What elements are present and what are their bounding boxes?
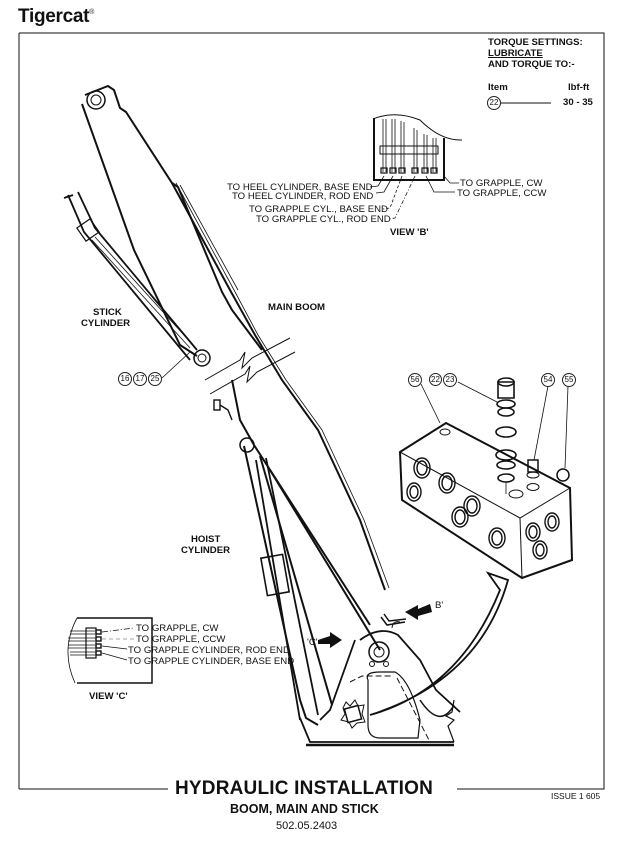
main-boom-label: MAIN BOOM bbox=[268, 302, 326, 313]
drawing-subtitle: BOOM, MAIN AND STICK bbox=[230, 802, 379, 816]
torque-heading: TORQUE SETTINGS: bbox=[488, 37, 583, 48]
arrow-c-icon bbox=[318, 632, 342, 648]
torque-instruction-torque: AND TORQUE TO:- bbox=[488, 59, 575, 70]
view-arrows bbox=[318, 604, 432, 648]
arrow-b-icon bbox=[405, 604, 432, 620]
stick-arm bbox=[81, 84, 263, 357]
torque-row-value: 30 - 35 bbox=[563, 97, 593, 108]
valve-block bbox=[398, 377, 574, 580]
torque-col-item: Item bbox=[488, 82, 508, 93]
callout-22: 22 bbox=[429, 373, 442, 386]
view-b-title: VIEW 'B' bbox=[390, 227, 429, 238]
hoist-cylinder-label-2: CYLINDER bbox=[181, 545, 231, 556]
view-b-detail bbox=[369, 114, 462, 220]
stick-cylinder-label-2: CYLINDER bbox=[81, 318, 131, 329]
view-b-label-heel-rod: TO HEEL CYLINDER, ROD END bbox=[232, 191, 374, 202]
main-boom bbox=[171, 182, 390, 591]
view-b-label-ccw: TO GRAPPLE, CCW bbox=[457, 188, 547, 199]
callout-55: 55 bbox=[562, 373, 576, 387]
torque-instruction-lubricate: LUBRICATE bbox=[488, 48, 543, 59]
stick-cylinder-label-1: STICK bbox=[93, 307, 122, 318]
callout-54: 54 bbox=[541, 373, 555, 387]
view-b-label-heel-base: TO HEEL CYLINDER, BASE END bbox=[227, 182, 373, 193]
view-b-label-grapple-base: TO GRAPPLE CYL., BASE END bbox=[249, 204, 388, 215]
view-b-label-cw: TO GRAPPLE, CW bbox=[460, 178, 543, 189]
view-c-label-grapple-base: TO GRAPPLE CYLINDER, BASE END bbox=[128, 656, 295, 667]
hoist-cylinder bbox=[255, 457, 319, 721]
brand-name: Tigercat bbox=[18, 6, 90, 27]
hose-fitting bbox=[213, 399, 233, 421]
brand-logo: Tigercat® bbox=[18, 6, 94, 28]
hoist-cylinder-label-1: HOIST bbox=[191, 534, 221, 545]
view-c-arrow-label: 'C' bbox=[307, 637, 318, 648]
view-c-label-cw: TO GRAPPLE, CW bbox=[136, 623, 219, 634]
view-c-detail bbox=[67, 617, 153, 684]
drawing-title: HYDRAULIC INSTALLATION bbox=[175, 778, 434, 799]
callout-25: 25 bbox=[148, 372, 162, 386]
view-c-label-grapple-rod: TO GRAPPLE CYLINDER, ROD END bbox=[128, 645, 290, 656]
registered-mark: ® bbox=[89, 9, 95, 16]
torque-col-unit: lbf-ft bbox=[568, 82, 590, 93]
view-c-label-ccw: TO GRAPPLE, CCW bbox=[136, 634, 226, 645]
break-symbol bbox=[204, 337, 296, 395]
callout-56: 56 bbox=[408, 373, 422, 387]
callout-23: 23 bbox=[443, 373, 457, 387]
stick-cylinder bbox=[63, 191, 211, 367]
callout-16: 16 bbox=[118, 372, 132, 386]
view-b-arrow-label: B' bbox=[435, 600, 444, 611]
view-c-title: VIEW 'C' bbox=[89, 691, 128, 702]
issue-number: ISSUE 1 605 bbox=[551, 791, 601, 801]
callout-17: 17 bbox=[133, 372, 147, 386]
lower-boom bbox=[231, 379, 381, 726]
base-frame bbox=[299, 630, 461, 747]
part-number: 502.05.2403 bbox=[276, 820, 338, 832]
stick-callout-leader bbox=[161, 351, 191, 379]
torque-row-item-callout: 22 bbox=[487, 96, 501, 110]
view-b-label-grapple-rod: TO GRAPPLE CYL., ROD END bbox=[256, 214, 391, 225]
grapple-tine bbox=[369, 571, 510, 716]
hose-b bbox=[380, 613, 407, 629]
drawing-frame bbox=[19, 32, 605, 790]
